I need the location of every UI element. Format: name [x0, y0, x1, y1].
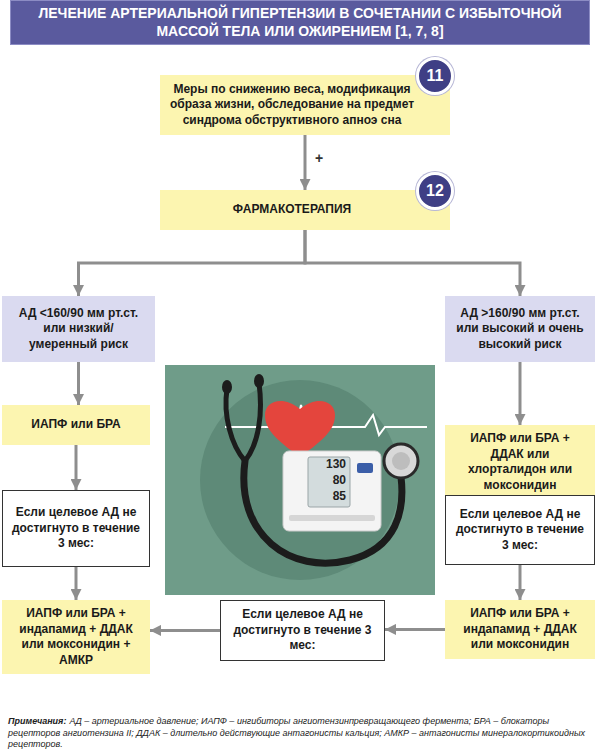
condition-box: АД <160/90 мм рт.ст. или низкий/умеренны… [2, 296, 155, 362]
monitor-screen [308, 457, 350, 507]
connector-arrow [77, 362, 80, 405]
monitor-button [357, 463, 373, 473]
condition-box: Если целевое АД не достигнуто в течение … [445, 495, 595, 565]
connector-arrow [150, 629, 220, 632]
heart-symbol [265, 401, 335, 457]
action-box: Меры по снижению веса, модификация образ… [160, 75, 450, 135]
box-text: АД <160/90 мм рт.ст. или низкий/умеренны… [10, 306, 147, 353]
box-text: ФАРМАКОТЕРАПИЯ [233, 202, 351, 218]
connector-arrow [519, 362, 522, 425]
box-text: ИАПФ или БРА + индапамид + ДДАК или мокс… [10, 606, 142, 668]
therapy-box: ИАПФ или БРА [2, 405, 150, 445]
box-text: Если целевое АД не достигнуто в течение … [11, 505, 141, 552]
callout-number: 12 [416, 172, 454, 210]
callout-number: 11 [416, 57, 454, 95]
title-bar: ЛЕЧЕНИЕ АРТЕРИАЛЬНОЙ ГИПЕРТЕНЗИИ В СОЧЕТ… [10, 0, 590, 45]
connector-arrow [305, 230, 520, 296]
callout-text: 12 [426, 181, 444, 202]
box-text: Если целевое АД не достигнуто в течение … [229, 607, 376, 654]
chest-piece [392, 452, 410, 470]
connector-arrow [79, 230, 306, 296]
condition-box: Если целевое АД не достигнуто в течение … [220, 600, 385, 661]
process-box: ФАРМАКОТЕРАПИЯ [160, 190, 450, 230]
therapy-box: ИАПФ или БРА + индапамид + ДДАК или мокс… [445, 600, 595, 659]
title: ЛЕЧЕНИЕ АРТЕРИАЛЬНОЙ ГИПЕРТЕНЗИИ В СОЧЕТ… [23, 5, 577, 40]
monitor-panel [289, 515, 375, 521]
notes: Примечания:АД – артериальное давление; И… [8, 716, 592, 751]
therapy-box: ИАПФ или БРА + ДДАК или хлорталидон или … [445, 425, 595, 499]
callout-text: 11 [427, 66, 444, 87]
monitor-reading: 85 [312, 490, 346, 502]
box-text: ИАПФ или БРА + ДДАК или хлорталидон или … [453, 431, 587, 493]
ear-tip [254, 374, 264, 388]
box-text: ИАПФ или БРА [31, 417, 120, 433]
condition-box: Если целевое АД не достигнуто в течение … [2, 490, 150, 567]
notes-heading: Примечания: [8, 716, 66, 726]
bp-monitor [283, 451, 381, 531]
ear-tube [226, 389, 245, 461]
ear-tip [222, 380, 232, 394]
monitor-reading: 130 [312, 458, 346, 470]
chest-piece [384, 444, 418, 478]
connector-arrow [519, 565, 522, 600]
connector-arrow [75, 445, 78, 490]
illustration-ground [165, 365, 435, 595]
stethoscope-illustration [165, 365, 435, 595]
box-text: ИАПФ или БРА + индапамид + ДДАК или мокс… [453, 606, 587, 653]
connector-arrow [75, 567, 78, 600]
ear-tube [245, 383, 260, 461]
box-text: Меры по снижению веса, модификация образ… [168, 82, 416, 129]
condition-box: АД >160/90 мм рт.ст. или высокий и очень… [445, 296, 595, 362]
therapy-box: ИАПФ или БРА + индапамид + ДДАК или мокс… [2, 600, 150, 674]
monitor-reading: 80 [312, 474, 346, 486]
notes-text: АД – артериальное давление; ИАПФ – ингиб… [8, 716, 585, 749]
edge-label: + [313, 151, 325, 165]
connector-arrow [304, 135, 307, 190]
box-text: Если целевое АД не достигнуто в течение … [454, 507, 586, 554]
connector-arrow [385, 628, 445, 631]
box-text: АД >160/90 мм рт.ст. или высокий и очень… [453, 306, 587, 353]
